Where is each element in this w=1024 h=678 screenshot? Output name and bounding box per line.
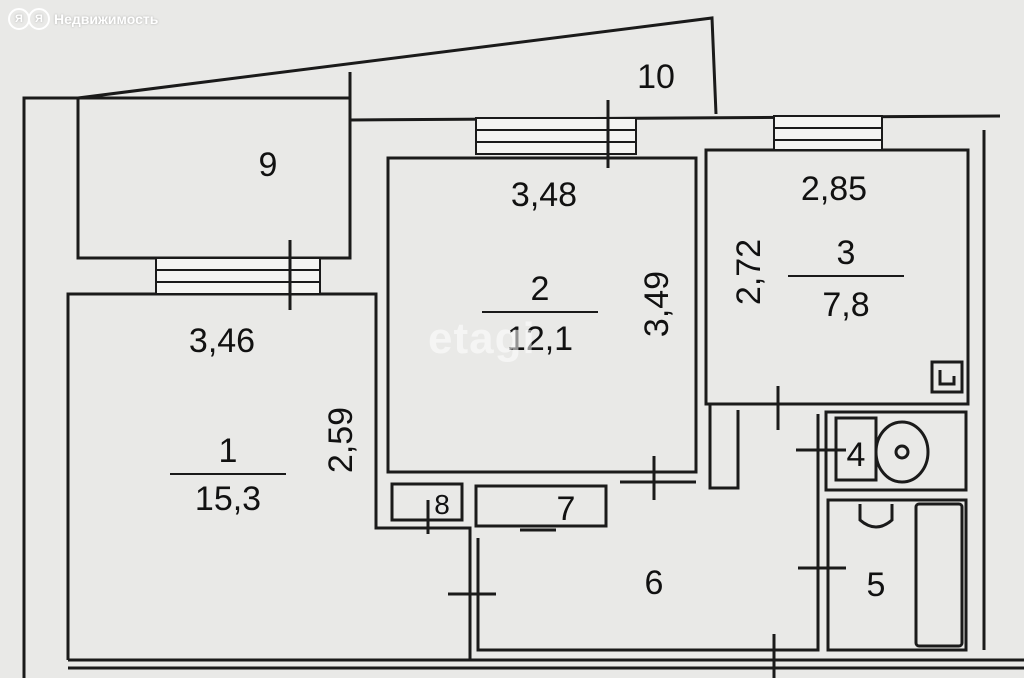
doors bbox=[288, 100, 846, 678]
room-2-area: 12,1 bbox=[507, 320, 573, 358]
toilet-drain bbox=[894, 444, 910, 460]
room-1-area: 15,3 bbox=[195, 480, 261, 518]
heater-symbol bbox=[938, 370, 956, 386]
room-3-width: 2,85 bbox=[801, 170, 867, 208]
room-3-number: 3 bbox=[837, 234, 856, 272]
logo-mark-icon: Я bbox=[28, 8, 50, 30]
room-2-walls bbox=[386, 156, 698, 474]
room-4-number: 4 bbox=[847, 436, 866, 474]
bathtub bbox=[914, 502, 964, 648]
heater-box bbox=[930, 360, 964, 394]
storage-7-walls bbox=[474, 484, 608, 528]
walls bbox=[22, 16, 1024, 678]
room-7-number: 7 bbox=[557, 490, 576, 528]
labels: 9 10 3,46 1 15,3 2,59 3,48 2 12,1 3,49 2… bbox=[189, 58, 886, 604]
room-1-length: 2,59 bbox=[322, 407, 360, 473]
room-2-width: 3,48 bbox=[511, 176, 577, 214]
bath-5-walls bbox=[826, 498, 968, 652]
room-10-number: 10 bbox=[637, 58, 675, 96]
loggia-9-outline bbox=[76, 96, 352, 260]
window-room-1 bbox=[155, 257, 321, 295]
room-6-number: 6 bbox=[645, 564, 664, 602]
room-2-number: 2 bbox=[531, 270, 550, 308]
window-room-2 bbox=[475, 117, 637, 155]
room-8-number: 8 bbox=[434, 489, 450, 520]
watermark: etagi bbox=[428, 314, 536, 363]
room-1-width: 3,46 bbox=[189, 322, 255, 360]
facade-wall bbox=[349, 114, 1001, 122]
logo-mark-icon: Я bbox=[8, 8, 30, 30]
sink bbox=[858, 504, 894, 529]
room-3-length: 2,72 bbox=[730, 239, 768, 305]
balcony-10-outline bbox=[77, 16, 718, 115]
hall-6-walls bbox=[476, 414, 820, 652]
room-5-number: 5 bbox=[867, 566, 886, 604]
room-1-number: 1 bbox=[219, 432, 238, 470]
window-room-3 bbox=[773, 115, 883, 151]
hall-niche bbox=[708, 404, 740, 490]
room-9-number: 9 bbox=[259, 146, 278, 184]
logo-text: Недвижимость bbox=[54, 11, 159, 27]
room-2-length: 3,49 bbox=[638, 271, 676, 337]
room-3-area: 7,8 bbox=[822, 286, 869, 324]
outer-wall-left bbox=[22, 96, 78, 678]
fraction-bars bbox=[170, 275, 904, 475]
room-1-walls bbox=[66, 292, 472, 660]
toilet-bowl bbox=[874, 420, 930, 484]
brand-logo[interactable]: Я Я Недвижимость bbox=[8, 8, 158, 30]
